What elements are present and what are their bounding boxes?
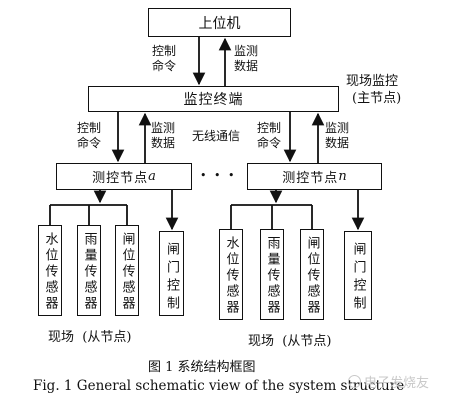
left-water-level-label: 水位传感器: [42, 232, 58, 312]
right-rain-label: 雨量传感器: [264, 236, 280, 316]
figure-caption-en: Fig. 1 General schematic view of the sys…: [33, 378, 405, 394]
monitor-data-label-a: 监测 数据: [151, 121, 176, 150]
monitor-terminal-box: 监控终端: [88, 86, 339, 112]
control-command-label-top: 控制 命令: [152, 44, 177, 73]
right-water-level-sensor: 水位传感器: [219, 229, 243, 320]
left-gate-control: 闸门控制: [159, 231, 184, 316]
right-gate-position-label: 闸位传感器: [304, 236, 320, 316]
host-computer-box: 上位机: [148, 8, 291, 37]
left-rain-label: 雨量传感器: [81, 232, 97, 312]
left-water-level-sensor: 水位传感器: [38, 225, 62, 316]
wireless-label: 无线通信: [192, 129, 241, 143]
node-n-box: 测控节点 n: [247, 163, 382, 190]
left-gate-position-sensor: 闸位传感器: [115, 225, 139, 316]
node-a-label: 测控节点: [92, 171, 149, 186]
node-n-var: n: [338, 169, 347, 184]
watermark: 电子发烧友: [348, 372, 429, 391]
right-water-level-label: 水位传感器: [223, 236, 239, 316]
right-gate-position-sensor: 闸位传感器: [300, 229, 324, 320]
monitor-data-label-n: 监测 数据: [325, 121, 350, 150]
monitor-terminal-label: 监控终端: [183, 92, 244, 108]
right-gate-control-label: 闸门控制: [350, 242, 366, 314]
watermark-logo-icon: [348, 375, 361, 388]
master-line1: 现场监控: [346, 74, 399, 89]
left-rain-sensor: 雨量传感器: [77, 225, 101, 316]
right-gate-control: 闸门控制: [344, 231, 372, 320]
control-command-label-a: 控制 命令: [77, 121, 102, 150]
node-a-var: a: [148, 169, 156, 184]
figure-caption-cn: 图 1 系统结构框图: [148, 360, 256, 375]
left-field-caption: 现场 (从节点): [48, 330, 132, 345]
node-a-box: 测控节点 a: [56, 163, 192, 190]
monitor-data-label-top: 监测 数据: [234, 44, 259, 73]
master-line2: (主节点): [352, 91, 402, 106]
control-command-label-n: 控制 命令: [257, 121, 282, 150]
right-field-caption: 现场 (从节点): [248, 334, 332, 349]
watermark-text: 电子发烧友: [364, 376, 430, 391]
left-gate-control-label: 闸门控制: [164, 242, 179, 314]
right-rain-sensor: 雨量传感器: [260, 229, 284, 320]
ellipsis-dots: • • •: [200, 169, 237, 182]
left-gate-position-label: 闸位传感器: [119, 232, 135, 312]
node-n-label: 测控节点: [282, 171, 339, 186]
host-computer-label: 上位机: [198, 15, 241, 32]
